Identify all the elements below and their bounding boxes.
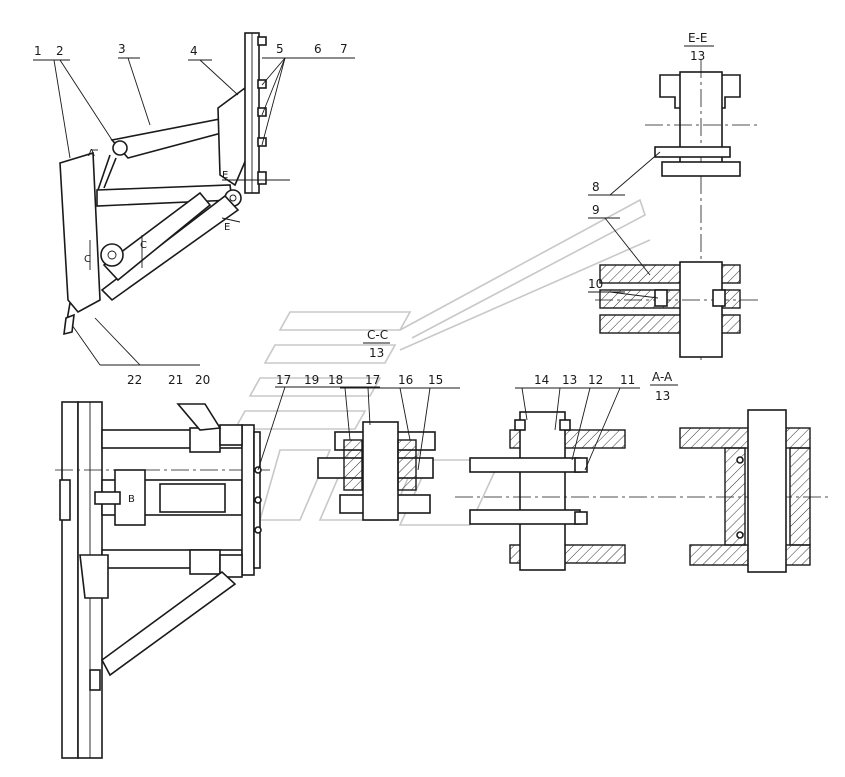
section-e-e: E-E 13 8 9 10 [588, 31, 760, 360]
section-mark-b: B [128, 494, 135, 505]
section-mark-c-left: C [84, 254, 91, 265]
watermark-logo [233, 198, 651, 526]
callout-21: 21 [168, 373, 183, 387]
plan-view-assembly: B [55, 401, 270, 759]
callout-7: 7 [340, 42, 348, 56]
section-cc-title: C-C [367, 328, 388, 342]
section-a-a: A-A 13 [650, 370, 811, 573]
callout-4: 4 [190, 44, 198, 58]
callout-12: 12 [588, 373, 603, 387]
callout-leaders-bottom-left [257, 386, 380, 471]
section-mark-a: A [88, 148, 95, 159]
callout-20: 20 [195, 373, 210, 387]
section-mark-e-lower: E [224, 222, 230, 233]
callout-3: 3 [118, 42, 126, 56]
callout-1: 1 [34, 44, 42, 58]
section-ee-title: E-E [688, 31, 708, 45]
callout-14: 14 [534, 373, 549, 387]
section-c-c: C-C 13 17 16 15 [317, 328, 460, 521]
callout-10: 10 [588, 277, 603, 291]
callout-22: 22 [127, 373, 142, 387]
callout-17: 17 [276, 373, 291, 387]
section-aa-title: A-A [652, 370, 673, 384]
section-mark-e-upper: E [222, 170, 228, 181]
callout-5: 5 [276, 42, 284, 56]
callout-18: 18 [328, 373, 343, 387]
pin-assembly-detail: 14 13 12 11 [455, 373, 830, 571]
section-mark-c-right: C [140, 240, 147, 251]
callout-16: 16 [398, 373, 413, 387]
callout-8: 8 [592, 180, 600, 194]
section-aa-sheet: 13 [655, 389, 670, 403]
callouts-bottom-left: 17 19 18 [276, 373, 343, 387]
callouts-top: 1 2 3 4 5 6 7 22 21 20 [34, 42, 348, 387]
callout-2: 2 [56, 44, 64, 58]
callout-9: 9 [592, 203, 600, 217]
side-view-assembly: A E E C C [59, 32, 290, 336]
section-ee-sheet: 13 [690, 49, 705, 63]
section-cc-sheet: 13 [369, 346, 384, 360]
callout-17b: 17 [365, 373, 380, 387]
callout-19: 19 [304, 373, 319, 387]
callout-leaders-top [33, 57, 355, 366]
callout-15: 15 [428, 373, 443, 387]
callout-6: 6 [314, 42, 322, 56]
callout-13: 13 [562, 373, 577, 387]
callout-11: 11 [620, 373, 635, 387]
